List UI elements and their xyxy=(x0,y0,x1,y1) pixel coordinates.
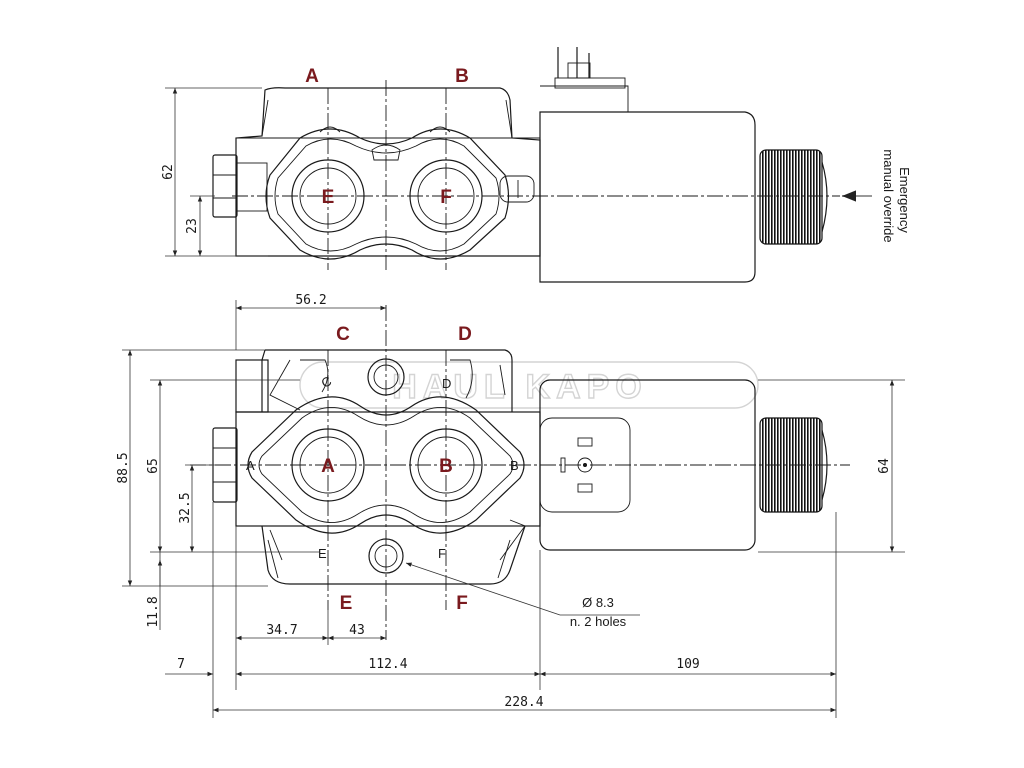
dim-34-7: 34.7 xyxy=(266,623,297,638)
dim-43: 43 xyxy=(349,623,365,638)
dim-88-5: 88.5 xyxy=(116,452,131,483)
dim-7: 7 xyxy=(177,657,185,672)
front-view: HAUL KAPO C D xyxy=(116,293,905,718)
port-e-top: E xyxy=(322,187,335,208)
dim-109: 109 xyxy=(676,657,699,672)
port-f-top: F xyxy=(440,187,452,208)
port-a-front: A xyxy=(321,456,335,477)
port-b-front: B xyxy=(439,456,453,477)
dim-112-4: 112.4 xyxy=(368,657,407,672)
dim-56-2: 56.2 xyxy=(295,293,326,308)
dim-65: 65 xyxy=(146,458,161,474)
override-label-line1: Emergency xyxy=(897,167,912,233)
svg-text:F: F xyxy=(438,546,446,561)
dim-11-8: 11.8 xyxy=(146,596,161,627)
port-f-front: F xyxy=(456,593,468,614)
dim-228-4: 228.4 xyxy=(504,695,543,710)
svg-text:D: D xyxy=(442,376,451,391)
port-e-front: E xyxy=(340,593,353,614)
port-b-top: B xyxy=(455,66,469,87)
hole-diameter-label: Ø 8.3 xyxy=(582,595,614,610)
port-a-top: A xyxy=(305,66,319,87)
top-view: Emergency manual override A B E F 62 23 xyxy=(161,47,912,283)
dim-62: 62 xyxy=(161,164,176,180)
dim-32-5: 32.5 xyxy=(178,492,193,523)
port-c-front: C xyxy=(336,324,350,345)
port-d-front: D xyxy=(458,324,472,345)
svg-text:B: B xyxy=(510,458,519,473)
dim-64: 64 xyxy=(877,458,892,474)
override-label-line2: manual override xyxy=(881,149,896,242)
watermark: HAUL KAPO xyxy=(392,368,648,406)
svg-text:C: C xyxy=(319,373,334,391)
svg-text:E: E xyxy=(318,546,327,561)
hole-count-label: n. 2 holes xyxy=(570,614,627,629)
dim-23: 23 xyxy=(185,218,200,234)
svg-text:A: A xyxy=(246,458,255,473)
